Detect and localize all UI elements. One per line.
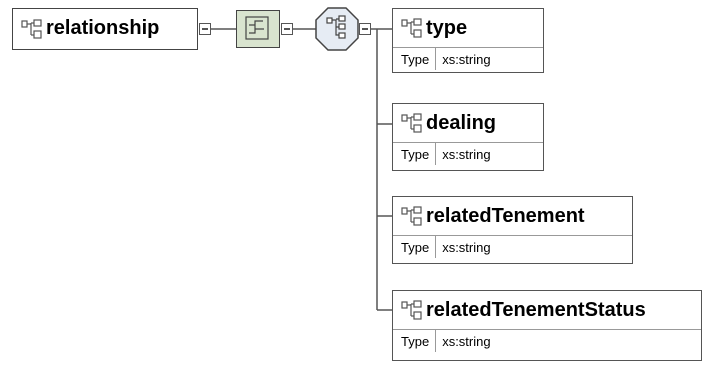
choice-icon[interactable] [315,7,359,51]
type-value: xs:string [442,51,491,67]
element-icon [401,113,422,133]
child-element-relatedTenementStatus[interactable]: relatedTenementStatus Type xs:string [392,290,702,361]
type-key: Type [393,330,437,352]
type-key: Type [393,143,437,165]
collapse-toggle-icon[interactable] [281,23,293,35]
collapse-toggle-icon[interactable] [199,23,211,35]
element-name: dealing [426,111,497,134]
type-value: xs:string [442,239,491,255]
element-name: relatedTenement [426,204,585,227]
type-key: Type [393,236,437,258]
sequence-icon [245,16,269,40]
child-element-dealing[interactable]: dealing Type xs:string [392,103,544,171]
element-name: relatedTenementStatus [426,298,646,321]
element-name: relationship [46,17,160,39]
element-icon [21,18,42,39]
child-element-relatedTenement[interactable]: relatedTenement Type xs:string [392,196,633,264]
element-icon [401,300,422,320]
element-icon [401,18,422,38]
element-name: type [426,16,468,39]
type-value: xs:string [442,146,491,162]
type-value: xs:string [442,333,491,349]
child-element-type[interactable]: type Type xs:string [392,8,544,73]
root-element-relationship[interactable]: relationship [12,8,198,50]
element-icon [401,206,422,226]
type-key: Type [393,48,437,70]
collapse-toggle-icon[interactable] [359,23,371,35]
sequence-compositor[interactable] [236,10,280,48]
